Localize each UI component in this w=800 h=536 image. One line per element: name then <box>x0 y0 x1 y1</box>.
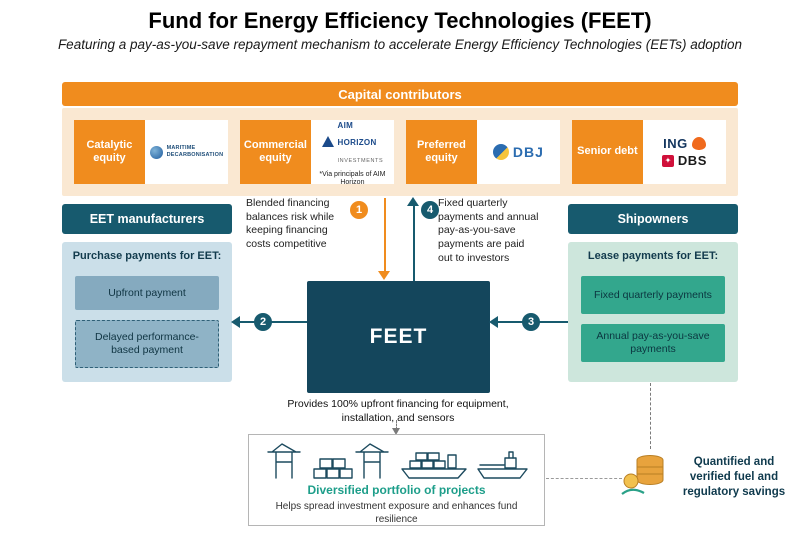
arrow-feet-to-capital-head <box>407 197 419 206</box>
maritime-decarbonisation-logo: MARITIME DECARBONISATION <box>144 120 228 184</box>
aim-logo-line1: AIM <box>337 121 354 131</box>
arrow-shipowners-to-feet-head <box>489 316 498 328</box>
page-title: Fund for Energy Efficiency Technologies … <box>148 8 652 33</box>
dashed-feet-to-portfolio <box>396 420 397 430</box>
portfolio-box: Diversified portfolio of projects Helps … <box>248 434 545 526</box>
feet-caption: Provides 100% upfront financing for equi… <box>287 398 509 424</box>
arrow-feet-to-capital <box>413 206 415 281</box>
portfolio-title: Diversified portfolio of projects <box>307 483 486 497</box>
flow4-annotation: Fixed quarterly payments and annual pay-… <box>438 197 539 264</box>
aim-principals-note: *Via principals of AIM Horizon <box>319 170 386 187</box>
arrow-feet-to-manufacturers-head <box>231 316 240 328</box>
port-and-ships-icon <box>267 443 528 479</box>
commercial-equity-label: Commercial equity <box>240 120 311 184</box>
aim-logo-line2: HORIZON <box>337 138 377 148</box>
ing-logo-text: ING <box>663 136 688 151</box>
fuel-savings-icon <box>621 455 664 495</box>
ing-dbs-logos: ING ✦ DBS <box>642 120 726 184</box>
dbj-globe-icon <box>492 144 509 160</box>
mdc-logo-line2: DECARBONISATION <box>166 152 224 158</box>
senior-debt-label: Senior debt <box>572 120 643 184</box>
catalytic-equity-label: Catalytic equity <box>74 120 145 184</box>
preferred-equity-label: Preferred equity <box>406 120 477 184</box>
delayed-performance-payment-box: Delayed performance-based payment <box>75 320 219 368</box>
capital-contributors-panel: Catalytic equity MARITIME DECARBONISATIO… <box>62 108 738 196</box>
aim-logo-line3: INVESTMENTS <box>337 158 384 165</box>
aim-horizon-triangle-icon <box>321 136 334 148</box>
purchase-payments-title: Purchase payments for EET: <box>72 250 222 262</box>
dashed-portfolio-to-savings <box>546 478 622 479</box>
arrow-capital-to-feet-head <box>378 271 390 280</box>
savings-text: Quantified and verified fuel and regulat… <box>682 456 786 498</box>
maritime-decarbonisation-globe-icon <box>149 145 163 159</box>
flow2-badge: 2 <box>254 313 272 331</box>
dbs-logo-text: DBS <box>677 153 707 168</box>
flow1-annotation: Blended financing balances risk while ke… <box>246 197 335 250</box>
shipowners-header: Shipowners <box>568 204 738 234</box>
upfront-payment-box: Upfront payment <box>75 276 219 310</box>
feet-fund-box: FEET <box>307 281 490 393</box>
capital-box-commercial-equity: Commercial equity AIM HORIZON INVESTMENT… <box>240 120 394 186</box>
flow3-badge: 3 <box>522 313 540 331</box>
capital-box-preferred-equity: Preferred equity DBJ <box>406 120 560 184</box>
eet-manufacturers-header: EET manufacturers <box>62 204 232 234</box>
dashed-feet-to-portfolio-head <box>392 428 400 435</box>
dbj-logo-text: DBJ <box>512 144 544 160</box>
mdc-logo-line1: MARITIME <box>166 145 196 152</box>
lease-payments-panel: Lease payments for EET: Fixed quarterly … <box>568 242 738 382</box>
fixed-quarterly-payments-box: Fixed quarterly payments <box>581 276 725 314</box>
ing-lion-icon <box>691 137 706 150</box>
page-subtitle: Featuring a pay-as-you-save repayment me… <box>57 37 743 52</box>
portfolio-caption: Helps spread investment exposure and enh… <box>275 501 518 525</box>
dbj-logo: DBJ <box>476 120 560 184</box>
arrow-feet-to-manufacturers <box>240 321 307 323</box>
capital-box-senior-debt: Senior debt ING ✦ DBS <box>572 120 726 184</box>
flow1-badge: 1 <box>350 201 368 219</box>
flow4-badge: 4 <box>421 201 439 219</box>
capital-box-catalytic-equity: Catalytic equity MARITIME DECARBONISATIO… <box>74 120 228 184</box>
annual-pays-payments-box: Annual pay-as-you-save payments <box>581 324 725 362</box>
aim-horizon-logo: AIM HORIZON INVESTMENTS *Via principals … <box>310 120 394 186</box>
lease-payments-title: Lease payments for EET: <box>587 250 719 262</box>
dashed-savings-to-shipowners <box>650 383 651 449</box>
arrow-capital-to-feet <box>384 198 386 272</box>
dbs-mark-icon: ✦ <box>661 154 674 167</box>
purchase-payments-panel: Purchase payments for EET: Upfront payme… <box>62 242 232 382</box>
capital-contributors-header: Capital contributors <box>62 82 738 106</box>
